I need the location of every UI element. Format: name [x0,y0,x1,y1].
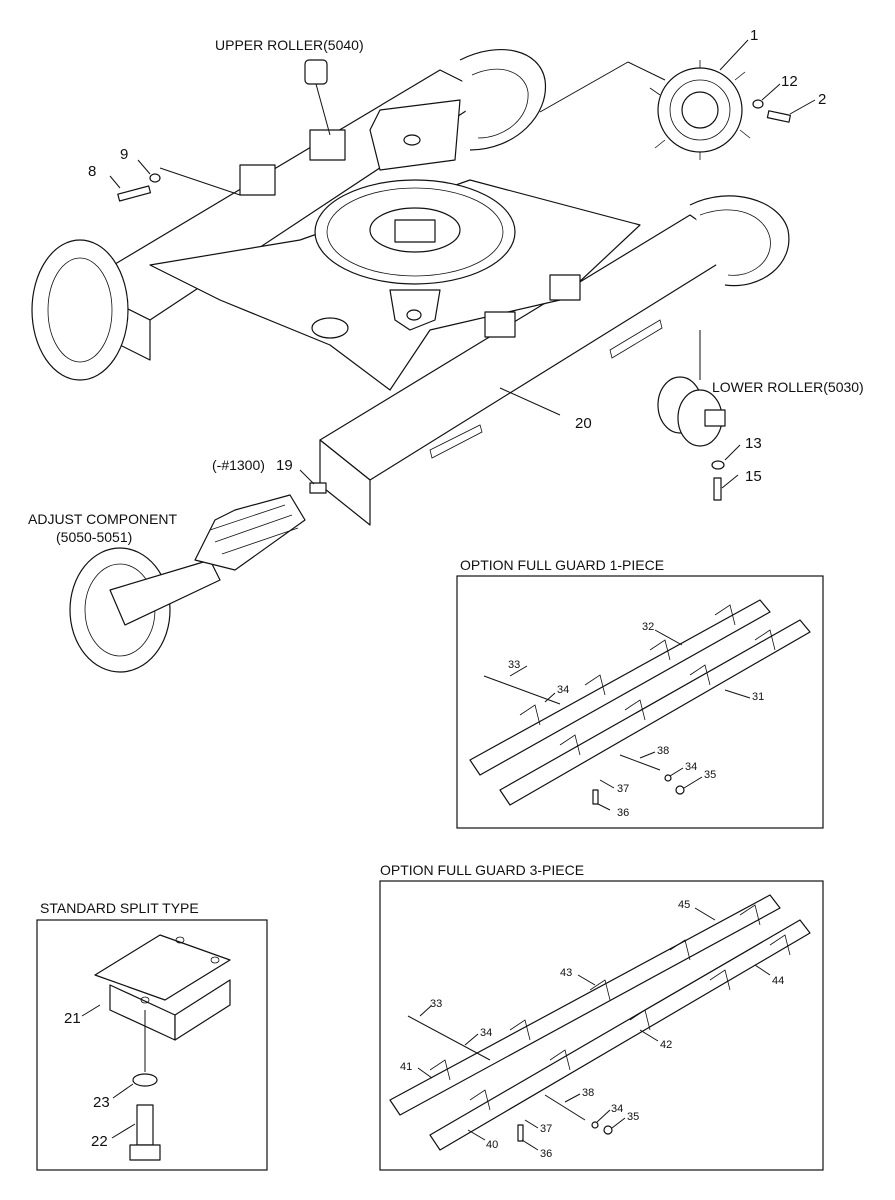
standard-split-type-title: STANDARD SPLIT TYPE [40,900,199,916]
g1-part-36: 36 [617,807,629,819]
g3-part-43: 43 [560,967,572,979]
standard-split-type-panel [36,919,268,1171]
g3-part-34b: 34 [611,1103,623,1115]
g1-part-34a: 34 [557,684,569,696]
part-number-2: 2 [818,91,826,108]
g3-part-38: 38 [582,1087,594,1099]
adjust-component [69,482,327,673]
g3-part-35: 35 [627,1111,639,1123]
upper-roller-label: UPPER ROLLER(5040) [215,37,364,53]
sprocket [649,60,751,160]
g1-part-32: 32 [642,621,654,633]
g3-part-36: 36 [540,1148,552,1160]
g3-part-41: 41 [400,1061,412,1073]
upper-roller [304,59,331,136]
g1-part-37: 37 [617,783,629,795]
g3-part-40: 40 [486,1139,498,1151]
adjust-component-range: (5050-5051) [56,529,132,545]
split-guard-leaders [81,1004,136,1139]
serial-limit-label: (-#1300) [212,457,265,473]
part-number-19: 19 [276,457,293,474]
g1-part-35: 35 [704,769,716,781]
split-guard [94,934,231,1161]
adjust-component-label: ADJUST COMPONENT [28,511,178,527]
sprocket-bolt [752,99,791,123]
option-full-guard-1-panel [456,575,824,829]
g1-part-31: 31 [752,691,764,703]
part-number-9: 9 [120,146,128,163]
g3-part-34a: 34 [480,1027,492,1039]
full-guard-1-piece [469,599,811,806]
part-number-20: 20 [575,415,592,432]
g3-part-33: 33 [430,998,442,1010]
lower-roller [657,376,726,501]
full-guard-1-leaders [509,629,751,811]
g1-part-34b: 34 [685,761,697,773]
part-number-13: 13 [745,435,762,452]
track-frame-assembly [31,49,790,526]
full-guard-3-piece [389,894,811,1151]
g1-part-33: 33 [508,659,520,671]
g3-part-37: 37 [540,1123,552,1135]
g3-part-45: 45 [678,899,690,911]
part-number-1: 1 [750,27,758,44]
option-full-guard-1-title: OPTION FULL GUARD 1-PIECE [460,557,664,573]
part-number-12: 12 [781,73,798,90]
g1-part-38: 38 [657,745,669,757]
part-number-15: 15 [745,468,762,485]
lower-roller-label: LOWER ROLLER(5030) [712,379,864,395]
part-number-23: 23 [93,1094,110,1111]
g3-part-44: 44 [772,975,784,987]
option-full-guard-3-title: OPTION FULL GUARD 3-PIECE [380,862,584,878]
leader-lines [109,39,816,489]
part-number-21: 21 [64,1010,81,1027]
full-guard-3-leaders [417,907,771,1151]
part-number-22: 22 [91,1133,108,1150]
bracket-bolt [117,173,161,202]
option-full-guard-3-panel [379,880,824,1171]
part-number-8: 8 [88,163,96,180]
g3-part-42: 42 [660,1039,672,1051]
